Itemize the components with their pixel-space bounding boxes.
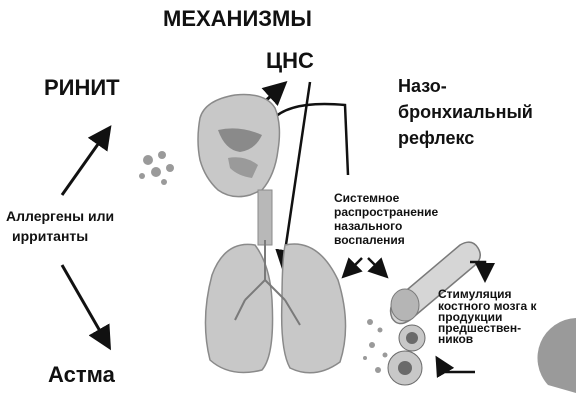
allergens-label-line1: Аллергены или [6,208,114,225]
head-illustration [198,95,279,245]
allergen-particles [139,151,174,185]
rhinitis-label: РИНИТ [44,75,120,101]
page-title: МЕХАНИЗМЫ [163,6,312,32]
asthma-label: Астма [48,362,115,388]
reflex-label-line2: бронхиальный [398,102,533,123]
reflex-label-line3: рефлекс [398,128,474,149]
lungs-illustration [205,240,345,373]
arrow-to-rhinitis [62,130,108,195]
partial-cell-right [537,318,576,393]
reflex-label-line1: Назо- [398,76,447,97]
reflex-loop-line [272,104,348,175]
systemic-label-line4: воспаления [334,234,405,247]
allergens-label-line2: ирританты [12,228,88,245]
arrow-to-asthma [62,265,108,345]
systemic-label-line3: назального [334,220,402,233]
marrow-arrow-bottom [438,360,475,372]
systemic-label-line2: распространение [334,206,438,219]
systemic-arrow-right [368,258,385,275]
systemic-arrow-left [345,258,362,275]
blood-cells [363,319,425,385]
systemic-label-line1: Системное [334,192,399,205]
cns-label: ЦНС [266,48,314,74]
marrow-label-line5: ников [438,333,473,346]
